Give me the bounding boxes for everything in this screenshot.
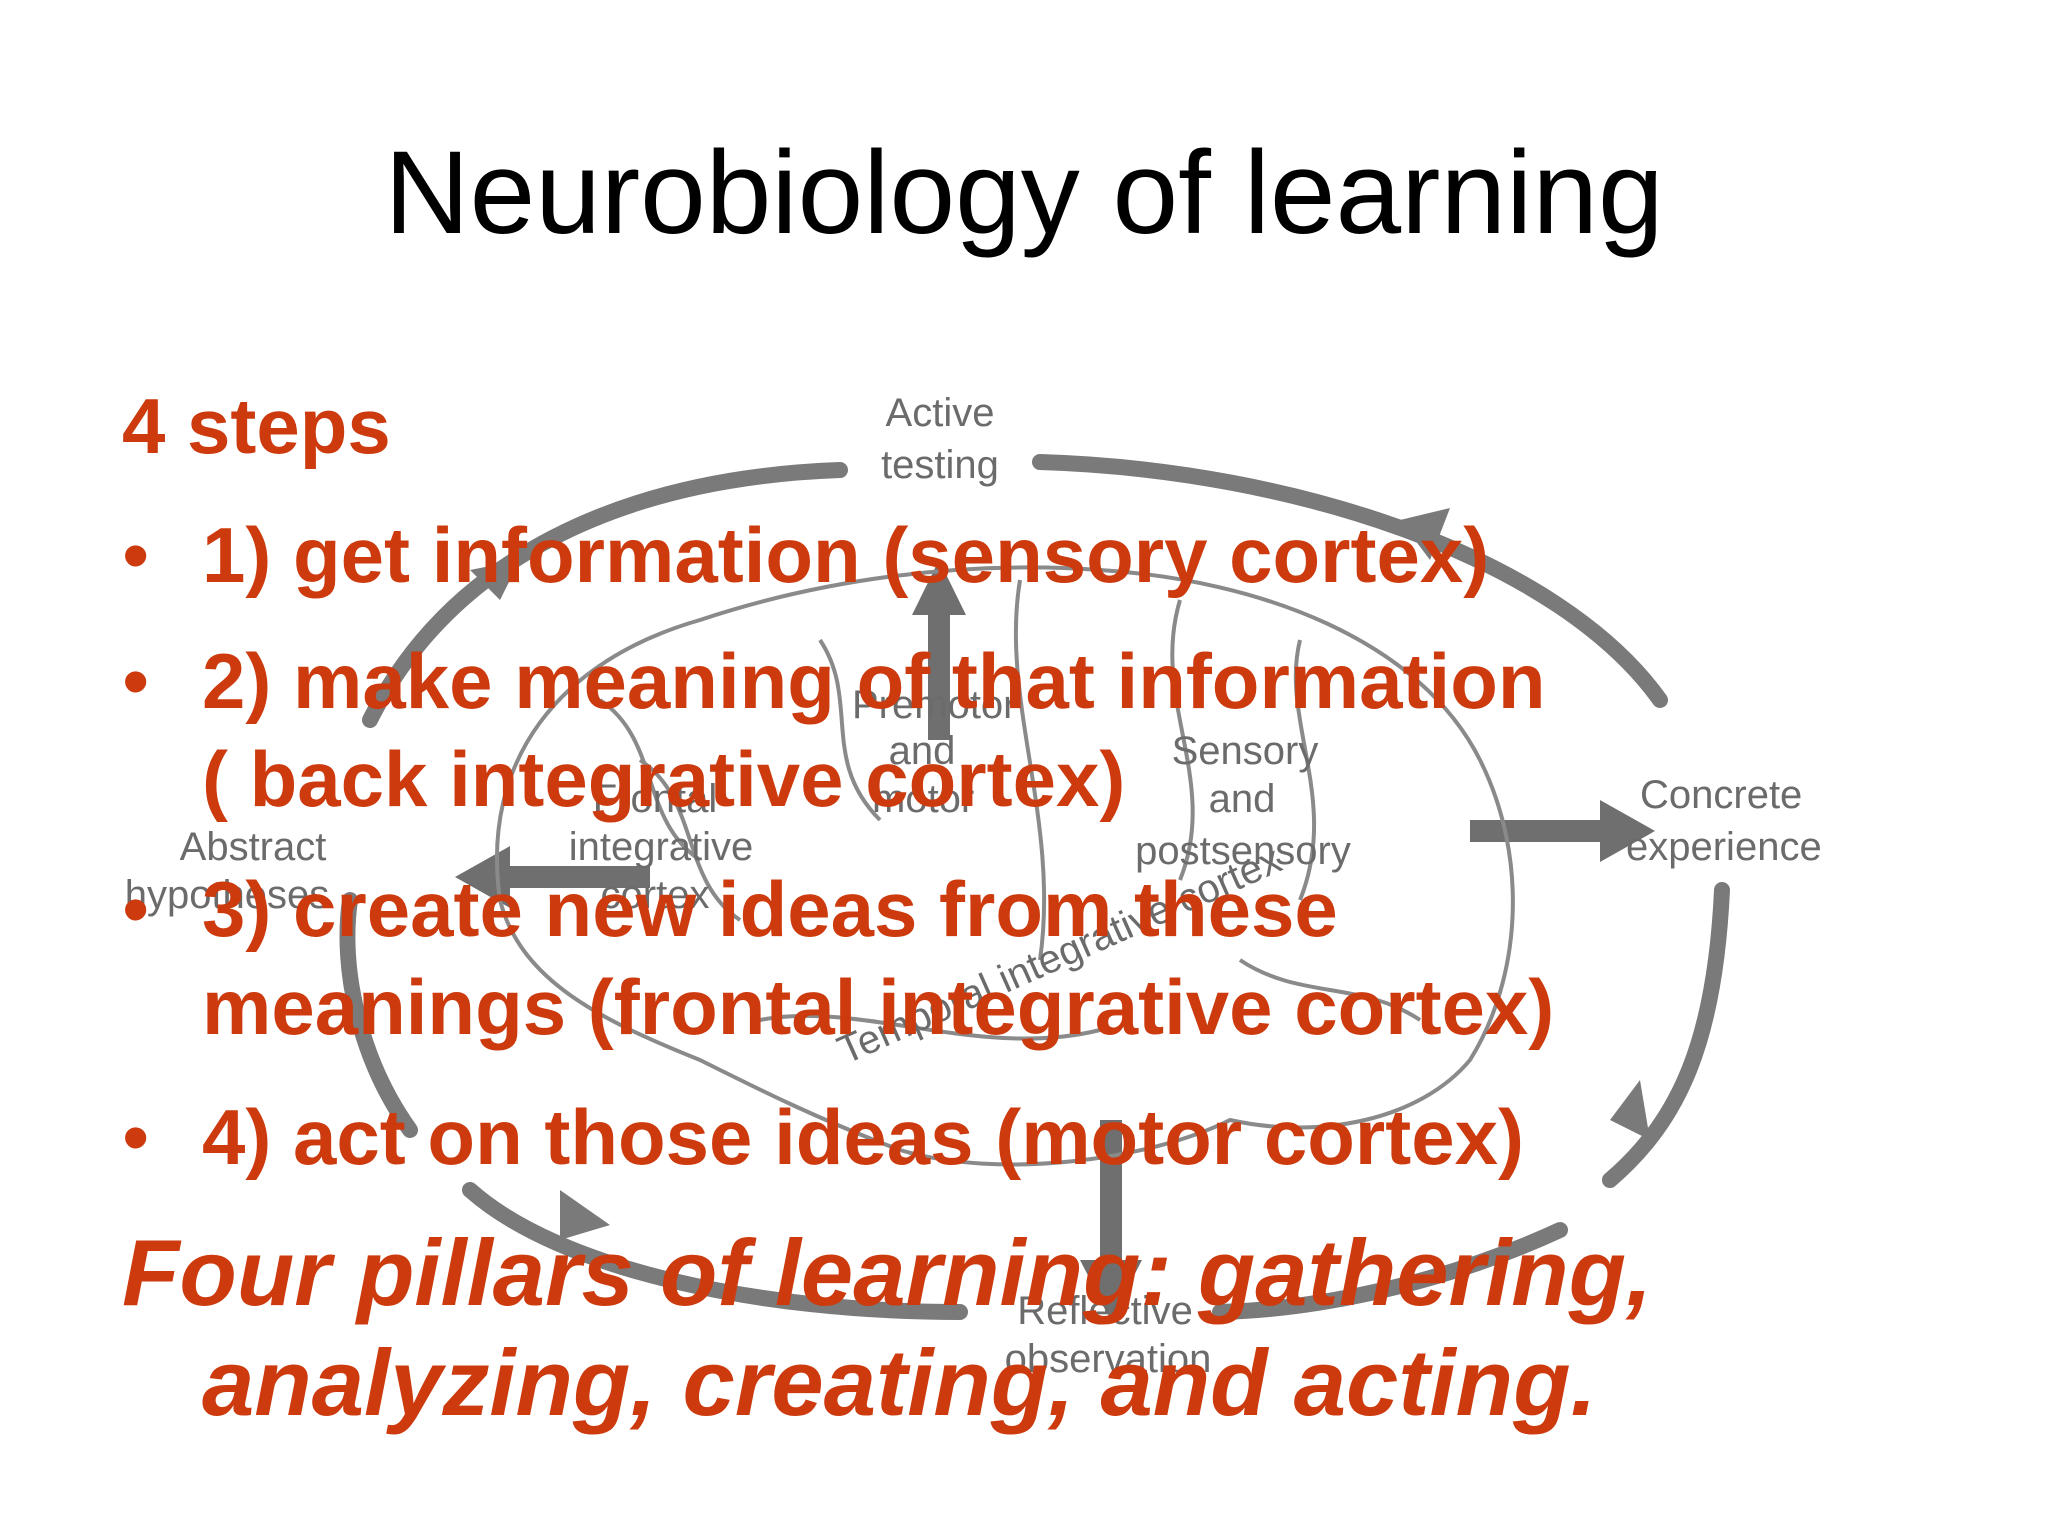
- bullet-marker: •: [122, 865, 150, 953]
- bullet-text: 1) get information (sensory cortex): [202, 511, 1490, 599]
- cycle-arrowheads: [470, 508, 1650, 1240]
- label-frontal-2: integrative: [568, 825, 754, 869]
- label-concrete-2: experience: [1626, 825, 1822, 869]
- label-active-testing-1: Active: [885, 391, 995, 435]
- pillars-line-1: Four pillars of learning: gathering,: [122, 1220, 1653, 1325]
- label-sensory-1: Sensory: [1171, 729, 1319, 773]
- bullet-marker: •: [122, 511, 150, 599]
- slide-title: Neurobiology of learning: [384, 127, 1664, 259]
- four-pillars-summary: Four pillars of learning: gathering, ana…: [122, 1218, 1652, 1438]
- cycle-ring: [339, 454, 1730, 1320]
- brain-outline: [494, 565, 1515, 1167]
- bullet-text: 3) create new ideas from these: [202, 865, 1338, 953]
- label-abstract-2: hypotheses: [124, 873, 330, 917]
- bullet-text-continued: ( back integrative cortex): [202, 735, 1126, 823]
- steps-heading: 4 steps: [122, 382, 391, 470]
- label-reflective-1: Reflective: [1017, 1289, 1193, 1333]
- bullet-marker: •: [122, 637, 150, 725]
- label-premotor-2: and: [888, 729, 956, 773]
- bullet-text-continued: meanings (frontal integrative cortex): [202, 963, 1555, 1051]
- label-concrete-1: Concrete: [1640, 773, 1803, 817]
- label-premotor-1: Premotor: [852, 683, 1017, 727]
- pillars-line-2: analyzing, creating, and acting.: [202, 1330, 1597, 1435]
- label-active-testing-2: testing: [881, 443, 999, 487]
- label-reflective-2: observation: [1004, 1337, 1212, 1381]
- label-frontal-1: Frontal: [592, 777, 718, 821]
- label-abstract-1: Abstract: [179, 825, 327, 869]
- label-sensory-2: and: [1208, 777, 1276, 821]
- bullet-text: 4) act on those ideas (motor cortex): [202, 1093, 1524, 1181]
- label-premotor-3: motor: [872, 777, 975, 821]
- label-frontal-3: cortex: [600, 873, 710, 917]
- bullet-text: 2) make meaning of that information: [202, 637, 1546, 725]
- label-sensory-3: postsensory: [1135, 829, 1351, 873]
- bullet-marker: •: [122, 1093, 150, 1181]
